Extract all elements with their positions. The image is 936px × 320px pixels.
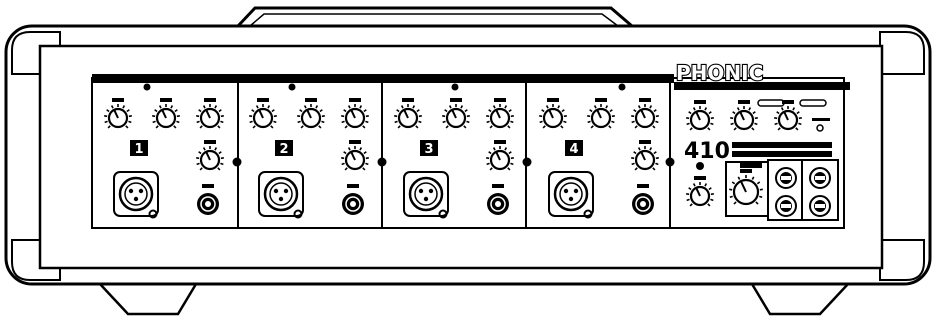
channel-4-line-jack[interactable] (632, 184, 654, 215)
speaker-out-a[interactable] (775, 167, 797, 189)
channel-3-level-knob[interactable] (486, 140, 514, 171)
master-eq-knob[interactable] (730, 100, 758, 131)
model-description-line-1 (732, 142, 832, 148)
carry-handle (236, 6, 633, 28)
channel-1-level-knob[interactable] (196, 140, 224, 171)
channel-2-xlr-input[interactable] (258, 171, 304, 219)
foot-left (99, 283, 198, 316)
channel-4-effect-knob[interactable] (631, 98, 659, 129)
channel-2-effect-knob[interactable] (341, 98, 369, 129)
channel-1: 1 (104, 98, 224, 219)
channel-2-number: 2 (279, 142, 288, 157)
brand-logo: PHONIC (676, 61, 763, 85)
corner-bottom-right (879, 239, 925, 281)
channel-1-treble-knob[interactable] (104, 98, 132, 129)
channel-3-number: 3 (424, 142, 433, 157)
channel-4-number: 4 (569, 142, 578, 157)
panel-top-strip (92, 74, 674, 83)
speaker-out-b[interactable] (775, 195, 797, 217)
channel-1-bass-knob[interactable] (152, 98, 180, 129)
model-description-line-2 (732, 151, 832, 157)
channel-4-badge (565, 140, 583, 156)
channel-1-xlr-input[interactable] (113, 171, 159, 219)
master-section: PHONIC 410 (675, 60, 839, 221)
power-amp-volume-knob[interactable] (729, 169, 763, 206)
main-volume-knob[interactable] (686, 176, 714, 207)
corner-bottom-left (11, 239, 61, 281)
master-effect-knob[interactable] (686, 100, 714, 131)
channel-1-badge (130, 140, 148, 156)
foot-right (750, 283, 849, 316)
channel-1-line-jack[interactable] (197, 184, 219, 215)
channel-3-xlr-input[interactable] (403, 171, 449, 219)
channel-3: 3 (394, 98, 514, 219)
channel-3-line-jack[interactable] (487, 184, 509, 215)
channel-2-treble-knob[interactable] (249, 98, 277, 129)
channel-4-level-knob[interactable] (631, 140, 659, 171)
channel-4-bass-knob[interactable] (587, 98, 615, 129)
channel-3-effect-knob[interactable] (486, 98, 514, 129)
channel-4: 4 (539, 98, 659, 219)
corner-top-left (11, 31, 61, 75)
brand-strip (674, 82, 850, 90)
channel-3-treble-knob[interactable] (394, 98, 422, 129)
corner-top-right (879, 31, 925, 75)
channel-4-xlr-input[interactable] (548, 171, 594, 219)
master-level-knob[interactable] (774, 100, 802, 131)
channel-2-level-knob[interactable] (341, 140, 369, 171)
channel-3-badge (420, 140, 438, 156)
channel-4-treble-knob[interactable] (539, 98, 567, 129)
channel-strips: 1 2 3 4 (104, 98, 659, 219)
channel-2-badge (275, 140, 293, 156)
channel-2: 2 (249, 98, 369, 219)
speaker-out-c[interactable] (809, 167, 831, 189)
channel-2-bass-knob[interactable] (297, 98, 325, 129)
channel-1-effect-knob[interactable] (196, 98, 224, 129)
channel-3-bass-knob[interactable] (442, 98, 470, 129)
indicator-led (696, 162, 704, 170)
cabinet-inner (38, 44, 884, 270)
model-number: 410 (684, 139, 730, 164)
power-led (816, 124, 824, 132)
channel-2-line-jack[interactable] (342, 184, 364, 215)
channel-1-number: 1 (134, 142, 143, 157)
cabinet-outer (4, 24, 932, 286)
speaker-out-d[interactable] (809, 195, 831, 217)
